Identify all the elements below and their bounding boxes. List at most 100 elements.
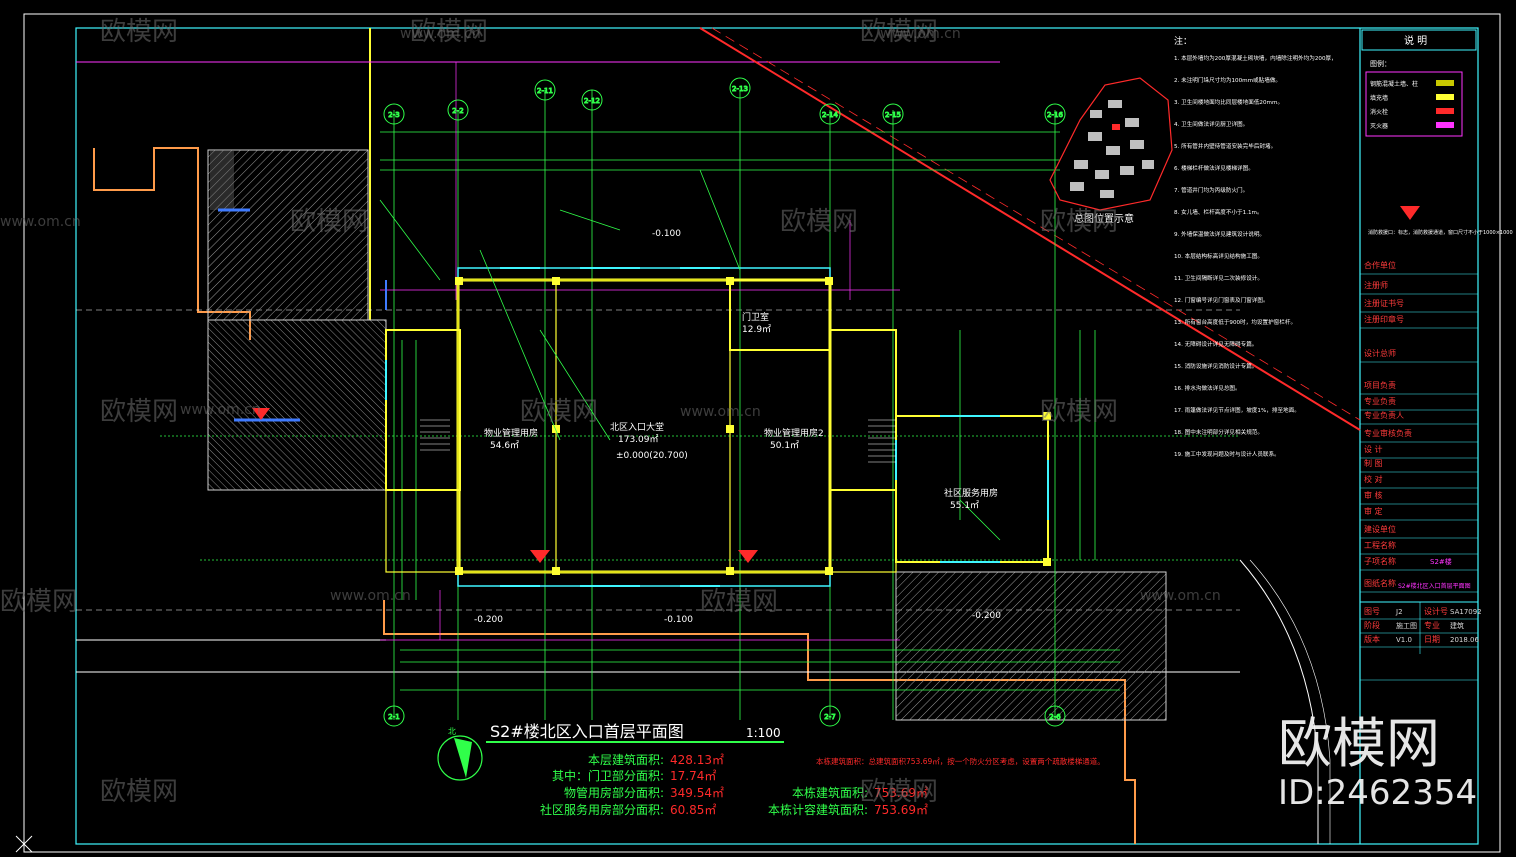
room-guard: 门卫室 xyxy=(742,311,769,323)
room-office2: 物业管理用房2 xyxy=(764,427,824,439)
url-watermark: www.om.cn xyxy=(180,402,261,418)
tb-value2: 2018.06 xyxy=(1450,636,1479,644)
titleblock-row-label: 审 定 xyxy=(1364,506,1383,516)
titleblock-row-label: 注册证书号 xyxy=(1364,298,1404,308)
brand-watermark: 欧模网 xyxy=(100,397,178,427)
room-office2-area: 50.1㎡ xyxy=(770,440,799,451)
drawing-title-block[interactable]: S2#楼北区入口首层平面图 1:100 xyxy=(486,722,784,743)
note-line: 6. 楼梯栏杆做法详见楼梯详图。 xyxy=(1174,164,1254,172)
level-mark: -0.200 xyxy=(972,611,1001,621)
brand-watermark: 欧模网 xyxy=(100,777,178,807)
legend-item-label: 钢筋混凝土墙、柱 xyxy=(1370,80,1418,88)
room-lobby-area: 173.09㎡ xyxy=(618,434,659,445)
grid-bubble xyxy=(1044,705,1066,727)
note-line: 9. 外墙保温做法详见建筑设计说明。 xyxy=(1174,230,1265,238)
legend-title: 图例： xyxy=(1370,59,1391,68)
total-label-1: 本栋计容建筑面积: xyxy=(768,802,868,817)
ucs-icon xyxy=(15,835,33,853)
magenta-lines xyxy=(380,62,900,641)
url-watermark: www.om.cn xyxy=(680,404,761,420)
tb-value: V1.0 xyxy=(1396,636,1412,644)
brand-watermark: 欧模网 xyxy=(860,17,938,47)
level-mark: -0.200 xyxy=(474,615,503,625)
windows-doors xyxy=(218,208,1049,587)
drawing-scale: 1:100 xyxy=(746,726,781,740)
legend-swatch xyxy=(1436,94,1454,100)
url-watermark: www.om.cn xyxy=(880,26,961,42)
grid-bubble xyxy=(383,103,405,125)
titleblock-row-label: 专业审核负责 xyxy=(1364,428,1412,438)
legend-item-label: 消火栓 xyxy=(1370,108,1388,116)
grid-label: 2-15 xyxy=(885,111,901,119)
notes-heading: 注： xyxy=(1174,35,1192,47)
area-label-2: 物管用房部分面积: xyxy=(564,785,664,800)
room-office1: 物业管理用房 xyxy=(484,427,538,439)
floor-level: ±0.000(20.700) xyxy=(616,451,688,461)
note-line: 4. 卫生间做法详见厨卫详图。 xyxy=(1174,120,1248,128)
tb-key2: 设计号 xyxy=(1424,606,1448,616)
note-line: 11. 卫生间隔断详见二次装修设计。 xyxy=(1174,274,1263,282)
drawing-frame xyxy=(75,27,1479,845)
area-value-0: 428.13㎡ xyxy=(670,753,724,767)
tb-value2: SA17092 xyxy=(1450,608,1482,616)
note-line: 15. 消防设施详见消防设计专篇。 xyxy=(1174,362,1257,370)
legend-swatch xyxy=(1436,80,1454,86)
grid-label: 2-3 xyxy=(388,111,399,119)
site-plan-label: 总图位置示意 xyxy=(1074,212,1134,225)
brand-watermark: 欧模网 xyxy=(700,587,778,617)
brand-watermark: 欧模网 xyxy=(0,587,78,617)
level-mark: -0.100 xyxy=(664,615,693,625)
drawing-title: S2#楼北区入口首层平面图 xyxy=(490,722,684,741)
north-arrow[interactable]: 北 xyxy=(437,727,483,781)
north-label: 北 xyxy=(448,727,456,736)
url-watermark: www.om.cn xyxy=(1140,588,1221,604)
grid-label: 2-2 xyxy=(452,107,463,115)
brand-watermark: 欧模网 xyxy=(290,207,368,237)
subproject-value: S2#楼 xyxy=(1430,557,1452,566)
titleblock-row-label: 设 计 xyxy=(1364,444,1383,454)
total-value-1: 753.69㎡ xyxy=(874,803,928,817)
id-watermark: ID:2462354 xyxy=(1278,773,1477,813)
brand-watermark: 欧模网 xyxy=(100,17,178,47)
tb-key: 版本 xyxy=(1364,634,1380,644)
brand-watermark: 欧模网 xyxy=(780,207,858,237)
stairs xyxy=(420,419,896,463)
note-line: 5. 所有管井内壁待管道安装完毕后封堵。 xyxy=(1174,142,1276,150)
watermarks: 欧模网欧模网欧模网欧模网欧模网欧模网欧模网欧模网欧模网欧模网欧模网欧模网欧模网w… xyxy=(0,17,1221,807)
titleblock-row-label: 审 核 xyxy=(1364,490,1383,500)
legend-swatch xyxy=(1436,122,1454,128)
brand-watermark: 欧模网 xyxy=(1040,397,1118,427)
brand-watermark: 欧模网 xyxy=(520,397,598,427)
room-guard-area: 12.9㎡ xyxy=(742,324,771,335)
grid-bubble xyxy=(383,705,405,727)
note-line: 1. 本层外墙均为200厚混凝土砌块墙，内墙除注明外均为200厚， xyxy=(1174,54,1337,62)
titleblock-row-label: 子项名称 xyxy=(1364,556,1396,566)
titleblock-row-label: 建设单位 xyxy=(1364,524,1396,534)
big-brand-watermark: 欧模网 xyxy=(1278,712,1440,775)
titleblock-row-label: 注册师 xyxy=(1364,280,1388,290)
titleblock-row-label: 注册印章号 xyxy=(1364,314,1404,324)
brand-watermark: 欧模网 xyxy=(860,777,938,807)
site-plan-inset[interactable]: 总图位置示意 xyxy=(1049,77,1173,225)
area-value-3: 60.85㎡ xyxy=(670,803,716,817)
total-label-0: 本栋建筑面积: xyxy=(792,785,868,800)
grid-label: 2-13 xyxy=(732,85,748,93)
dimension-lines xyxy=(380,131,1120,691)
note-line: 17. 雨篷做法详见节点详图，坡度1%，排至地面。 xyxy=(1174,406,1300,414)
titleblock-row-label: 专业负责 xyxy=(1364,396,1396,406)
tb-key: 阶段 xyxy=(1364,620,1380,630)
grid-label: 2-6 xyxy=(1049,713,1061,721)
building-walls xyxy=(385,267,1051,587)
tb-key: 图号 xyxy=(1364,607,1380,616)
grid-bubble xyxy=(819,705,841,727)
total-value-0: 753.69㎡ xyxy=(874,786,928,800)
legend-header: 说 明 xyxy=(1404,34,1427,47)
url-watermark: www.om.cn xyxy=(330,588,411,604)
note-line: 19. 施工中发现问题及时与设计人员联系。 xyxy=(1174,450,1280,458)
grid-bubble xyxy=(882,103,904,125)
area-schedule: 本层建筑面积: 428.13㎡ 其中：门卫部分面积: 17.74㎡ 物管用房部分… xyxy=(540,752,928,817)
fire-markers xyxy=(252,408,758,563)
note-line: 7. 管道井门均为丙级防火门。 xyxy=(1174,186,1248,194)
